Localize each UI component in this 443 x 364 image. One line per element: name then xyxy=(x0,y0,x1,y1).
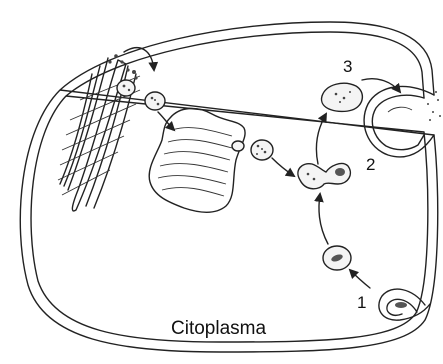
cytoplasm-label: Citoplasma xyxy=(171,318,266,339)
golgi-apparatus xyxy=(149,108,245,212)
endocytic-vesicle xyxy=(323,246,351,270)
secretory-vesicle xyxy=(322,83,363,111)
pathway-arrows xyxy=(124,48,400,288)
golgi-vesicle xyxy=(251,140,273,160)
endoplasmic-reticulum xyxy=(58,54,140,211)
fusing-vesicles xyxy=(298,164,350,189)
step-1-label: 1 xyxy=(357,293,366,312)
cell-membrane xyxy=(20,22,437,352)
step-2-label: 2 xyxy=(366,155,375,174)
step-3-label: 3 xyxy=(343,57,352,76)
